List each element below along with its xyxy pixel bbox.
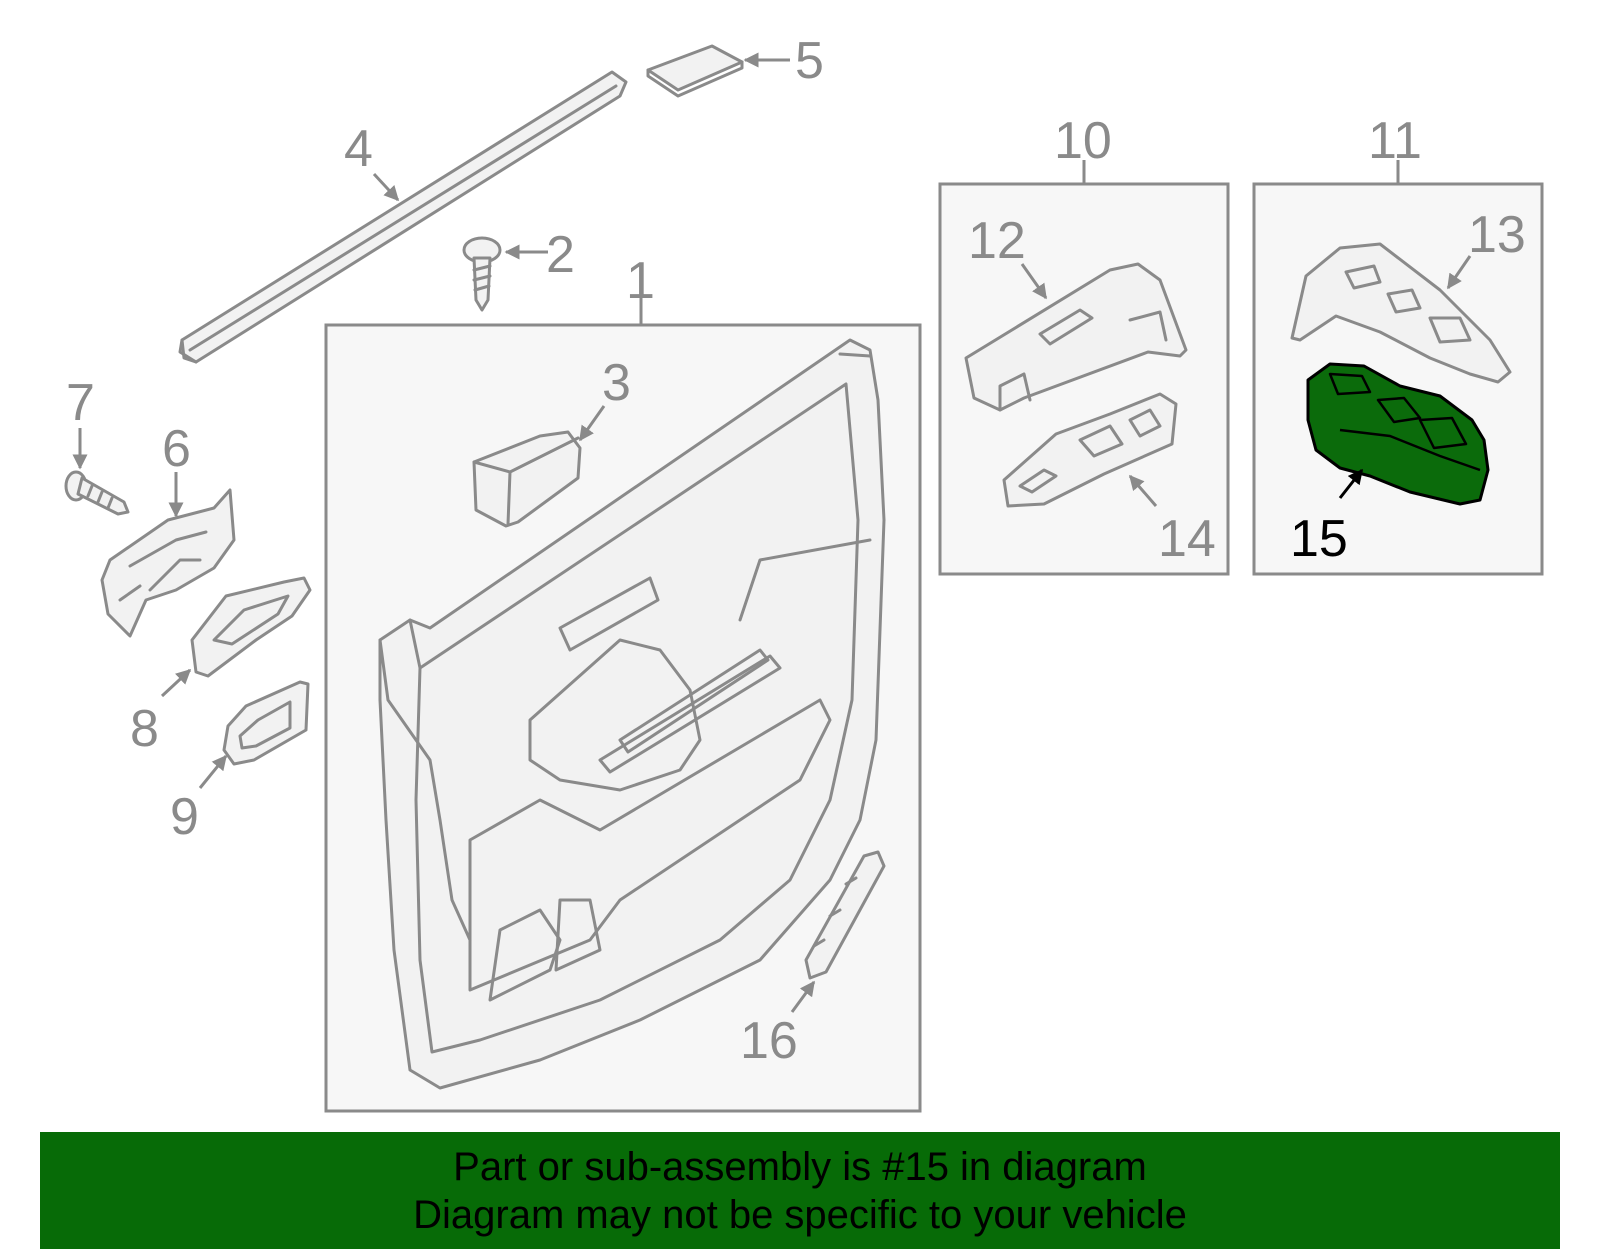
callout-2: 2 — [546, 226, 575, 284]
part-16-trim-strip: 16 — [740, 850, 886, 1070]
part-4-weatherstrip: 4 — [178, 70, 628, 364]
part-8-inside-handle: 8 — [130, 576, 312, 758]
part-2-screw: 2 — [462, 226, 575, 312]
callout-6: 6 — [162, 420, 191, 478]
part-9-handle-bezel: 9 — [170, 680, 310, 846]
part-14-window-switch: 14 — [1002, 392, 1216, 568]
callout-11: 11 — [1368, 112, 1422, 170]
part-5-pad: 5 — [646, 32, 824, 98]
callout-16: 16 — [740, 1012, 798, 1070]
info-banner: Part or sub-assembly is #15 in diagram D… — [40, 1132, 1560, 1249]
callout-14: 14 — [1158, 510, 1216, 568]
banner-line-1: Part or sub-assembly is #15 in diagram — [453, 1144, 1147, 1189]
callout-4: 4 — [344, 120, 373, 178]
banner-line-2: Diagram may not be specific to your vehi… — [413, 1192, 1187, 1237]
callout-8: 8 — [130, 700, 159, 758]
callout-5: 5 — [795, 32, 824, 90]
callout-12: 12 — [968, 212, 1026, 270]
callout-1: 1 — [626, 252, 655, 310]
part-6-door-latch: 6 — [100, 420, 236, 638]
callout-10: 10 — [1054, 112, 1112, 170]
callout-7: 7 — [66, 374, 95, 432]
part-13-switch-bezel: 13 — [1290, 206, 1526, 384]
part-15-master-window-switch-highlighted: 15 — [1290, 362, 1490, 568]
callout-15: 15 — [1290, 510, 1348, 568]
callout-9: 9 — [170, 788, 199, 846]
part-1-door-trim-panel — [378, 338, 886, 1090]
callout-3: 3 — [602, 354, 631, 412]
callout-13: 13 — [1468, 206, 1526, 264]
part-7-bolt: 7 — [64, 374, 130, 516]
part-12-switch-bezel: 12 — [964, 212, 1188, 412]
part-3-bracket: 3 — [472, 354, 631, 528]
